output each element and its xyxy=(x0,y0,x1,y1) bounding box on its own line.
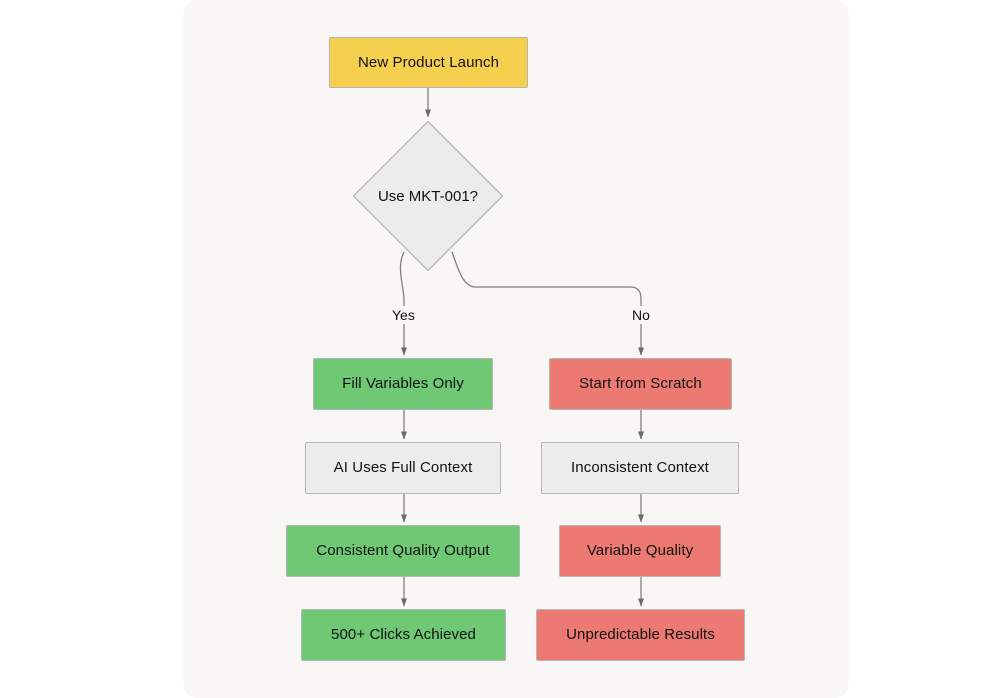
node-variable-quality[interactable]: Variable Quality xyxy=(559,525,721,577)
node-new-product-launch[interactable]: New Product Launch xyxy=(329,37,528,88)
node-fill-variables-only[interactable]: Fill Variables Only xyxy=(313,358,493,410)
node-unpredictable-results[interactable]: Unpredictable Results xyxy=(536,609,745,661)
node-500-clicks-achieved[interactable]: 500+ Clicks Achieved xyxy=(301,609,506,661)
node-label: Fill Variables Only xyxy=(342,375,464,392)
node-label: AI Uses Full Context xyxy=(333,459,473,476)
node-start-from-scratch[interactable]: Start from Scratch xyxy=(549,358,732,410)
node-ai-uses-full-context[interactable]: AI Uses Full Context xyxy=(305,442,501,494)
node-label: 500+ Clicks Achieved xyxy=(331,626,476,643)
edge-label-no: No xyxy=(629,306,653,324)
edge-label-yes: Yes xyxy=(389,306,418,324)
node-use-mkt-001-decision[interactable]: Use MKT-001? xyxy=(352,120,504,272)
node-label: Start from Scratch xyxy=(579,375,702,392)
edge-decision-to-start-from-scratch xyxy=(451,251,644,356)
node-label: Variable Quality xyxy=(586,542,694,559)
edge-decision-to-fill-variables xyxy=(399,251,407,356)
node-consistent-quality-output[interactable]: Consistent Quality Output xyxy=(286,525,520,577)
node-label: Consistent Quality Output xyxy=(316,542,490,559)
diagram-panel xyxy=(183,0,849,698)
diamond-shape xyxy=(352,120,504,272)
node-label: Use MKT-001? xyxy=(377,187,479,205)
node-label: New Product Launch xyxy=(357,53,500,71)
node-label: Inconsistent Context xyxy=(571,459,709,476)
node-label: Unpredictable Results xyxy=(566,626,715,643)
node-inconsistent-context[interactable]: Inconsistent Context xyxy=(541,442,739,494)
